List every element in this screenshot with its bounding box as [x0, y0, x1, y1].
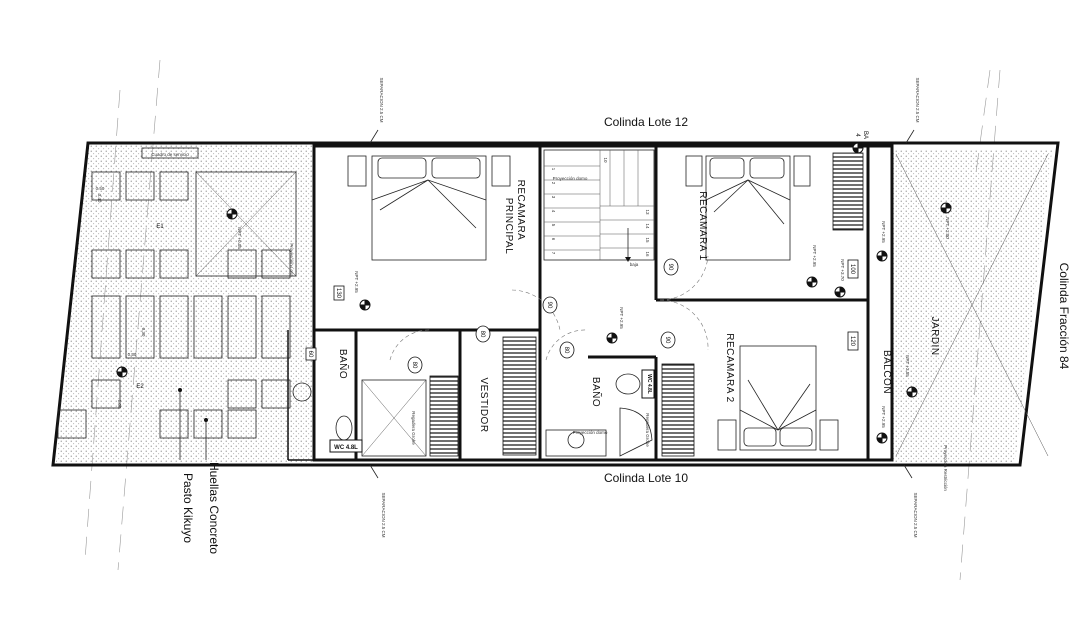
stair-step: 14 — [645, 223, 650, 229]
door-tag: 80 — [563, 347, 569, 354]
door-tag: 90 — [546, 302, 552, 309]
projection-label: Proyección domo — [573, 430, 608, 435]
stair-step: 3 — [551, 196, 556, 199]
note-concrete: Huellas Concreto — [207, 462, 221, 554]
closet-shelf — [661, 363, 695, 457]
level-label: NPT +2.95 — [881, 406, 886, 428]
stair-step: 16 — [645, 251, 650, 257]
level-label: NPT +2.95 — [812, 245, 817, 267]
separation-label: SEPARACION 2.5 CM — [379, 78, 384, 123]
separation-label: SEPARACION 2.5 CM — [381, 493, 386, 538]
door-tags — [407, 258, 679, 374]
note-grass: Pasto Kikuyo — [181, 473, 195, 543]
level-markers — [116, 142, 952, 444]
lot-outline — [51, 141, 1060, 467]
master-bed — [347, 155, 511, 261]
stair-step: 15 — [645, 237, 650, 243]
dim-label: 0.50 — [96, 186, 105, 191]
dim-label: 0.40 — [97, 194, 102, 203]
concrete-pads — [57, 171, 291, 439]
garage-e1: E1 — [156, 224, 164, 230]
service-label: Cuadro de servicio — [151, 152, 189, 157]
wc1-label: WC 4.8L — [334, 445, 358, 451]
house-outline — [312, 144, 894, 462]
garden-dotted-area — [892, 150, 1052, 462]
stair-step: 7 — [551, 252, 556, 255]
room-label-balcony: BALCON — [881, 350, 892, 394]
room-label-bath1: BAÑO — [337, 349, 350, 379]
garage-dotted-area — [56, 145, 314, 462]
neighbor-top-label: Colinda Lote 12 — [604, 115, 688, 129]
level-label: NPT +2.00 — [945, 217, 950, 239]
room-label-master-2: PRINCIPAL — [503, 198, 514, 255]
garage-e2: E2 — [136, 384, 144, 390]
level-label: NPT +3.55 — [905, 355, 910, 377]
shower-label: Regadera Grohe — [411, 411, 416, 445]
level-label: NPT +0.05 — [237, 227, 242, 249]
closet-shelf — [429, 375, 459, 457]
door-tag: 90 — [667, 264, 673, 271]
level-label: NPT +2.95 — [354, 271, 359, 293]
stair-step: 4 — [551, 210, 556, 213]
closet-shelf — [832, 152, 864, 231]
room-label-garden: JARDIN — [929, 316, 940, 355]
separation-label: SEPARACION 2.5 CM — [915, 78, 920, 123]
window-tag: 130 — [335, 288, 341, 299]
stair-down-label: baja — [630, 262, 639, 267]
dim-label: 0.50 — [128, 352, 137, 357]
dim-label: 1.00 — [117, 400, 122, 409]
level-label: NPT +2.95 — [881, 221, 886, 243]
room-label-bath2: BAÑO — [590, 377, 603, 407]
room-label-bedroom2: RECAMARA 2 — [724, 333, 735, 402]
closet-shelf — [502, 336, 537, 456]
door-tag: 90 — [664, 337, 670, 344]
stair-step: 2 — [551, 182, 556, 185]
dim-label: 0.30 — [141, 328, 146, 337]
level-label: NPT +2.95 — [619, 307, 624, 329]
bedroom1-bed — [685, 155, 811, 261]
stair-step: 5 — [551, 224, 556, 227]
stair-step: 1 — [551, 168, 556, 171]
neighbor-bottom-label: Colinda Lote 10 — [604, 471, 688, 485]
garden-projection-label: Proyección Restricción — [943, 445, 948, 491]
window-tag: 100 — [849, 264, 855, 275]
door-tag: 80 — [411, 362, 417, 369]
bedroom2-bed — [717, 345, 839, 451]
room-label-master: RECAMARA — [515, 180, 526, 241]
stair-step: 13 — [645, 209, 650, 215]
stair-step: 10 — [603, 157, 608, 163]
door-tag: 80 — [479, 331, 485, 338]
window-tag: 120 — [849, 336, 855, 347]
shower-label: Regadera Grohe — [645, 413, 650, 447]
separation-label: SEPARACION 2.5 CM — [913, 493, 918, 538]
window-tag: 60 — [307, 351, 313, 358]
room-label-bedroom1: RECAMARA 1 — [697, 191, 708, 260]
room-label-bath-small: BA — [862, 131, 868, 139]
projection-slab-label: Proyección Losa — [289, 243, 294, 277]
stair-number: 4 — [854, 133, 860, 137]
room-label-closet: VESTIDOR — [478, 377, 489, 432]
stair-step: 6 — [551, 238, 556, 241]
neighbor-right-label: Colinda Fracción 84 — [1057, 263, 1071, 370]
wc2-label: WC 4.8L — [646, 374, 652, 394]
level-label: NPT +3.70 — [840, 259, 845, 281]
projection-label: Proyección domo — [553, 176, 588, 181]
staircase — [544, 150, 654, 262]
